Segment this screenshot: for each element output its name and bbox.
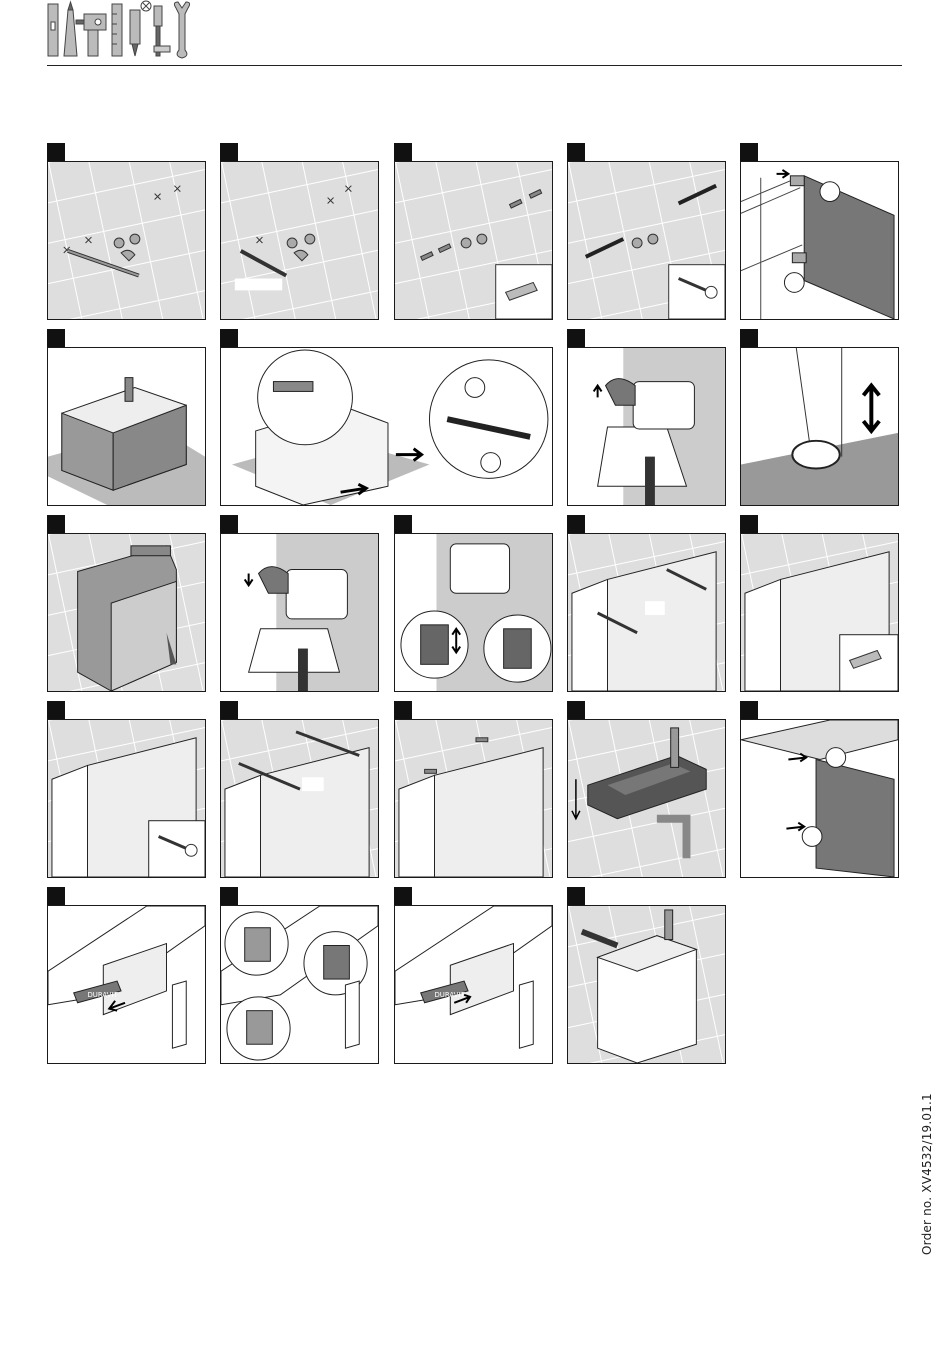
step-number	[394, 515, 412, 533]
step-number	[220, 887, 238, 905]
step-number	[740, 701, 758, 719]
order-number: Order no. XV4532/19.01.1	[920, 1093, 934, 1255]
step-panel-cabinet-screw	[47, 719, 206, 878]
step-panel-basin-plugs	[394, 719, 553, 878]
screwdriver-icon	[154, 6, 170, 56]
step-panel-hanger-depth-height	[394, 533, 553, 692]
step-number	[220, 515, 238, 533]
step-number	[740, 329, 758, 347]
step-number	[567, 701, 585, 719]
step-number	[567, 515, 585, 533]
step-panel-wall-bolts	[567, 161, 726, 320]
step-panel-drawer-box	[47, 347, 206, 506]
step-panel-wall-marking	[47, 161, 206, 320]
pencil-icon	[64, 2, 77, 56]
step-panel-basin-siphon	[567, 719, 726, 878]
step-panel-hinge-cover-refit: DURAVIT	[394, 905, 553, 1064]
step-number	[394, 143, 412, 161]
step-panel-hanger-screw-turn	[740, 347, 899, 506]
step-number	[47, 701, 65, 719]
tools-header	[46, 0, 216, 62]
step-number	[740, 515, 758, 533]
step-panel-door-removal	[740, 161, 899, 320]
wrench-icon	[174, 2, 189, 58]
step-panel-cabinet-plug	[740, 533, 899, 692]
step-number	[47, 329, 65, 347]
step-panel-basin-drill	[220, 719, 379, 878]
step-number	[740, 143, 758, 161]
step-panel-cabinet-mark-drill	[567, 533, 726, 692]
header-rule	[47, 65, 902, 66]
spirit-level-icon	[48, 4, 58, 56]
step-number	[567, 329, 585, 347]
step-panel-wall-plugs	[394, 161, 553, 320]
step-panel-wall-drilling	[220, 161, 379, 320]
sealant-gun-icon	[130, 1, 151, 56]
drill-icon	[76, 14, 106, 56]
step-number	[394, 701, 412, 719]
measuring-tape-icon	[112, 4, 122, 56]
brand-label: DURAVIT	[87, 991, 118, 999]
step-panel-silicone-seal	[567, 905, 726, 1064]
step-panel-cabinet-hang	[47, 533, 206, 692]
step-number	[394, 887, 412, 905]
step-panel-hanger-adjust-up	[567, 347, 726, 506]
step-number	[47, 515, 65, 533]
step-number	[47, 887, 65, 905]
step-panel-hinge-cover-remove: DURAVIT	[47, 905, 206, 1064]
step-number	[567, 143, 585, 161]
brand-label: DURAVIT	[434, 991, 465, 999]
step-panel-hanger-adjust-down	[220, 533, 379, 692]
step-number	[47, 143, 65, 161]
step-number	[220, 143, 238, 161]
step-number	[220, 329, 238, 347]
step-number	[567, 887, 585, 905]
step-panel-hinge-adjust	[220, 905, 379, 1064]
step-number	[220, 701, 238, 719]
step-panel-bracket-mounting	[220, 347, 553, 506]
step-panel-door-refit	[740, 719, 899, 878]
